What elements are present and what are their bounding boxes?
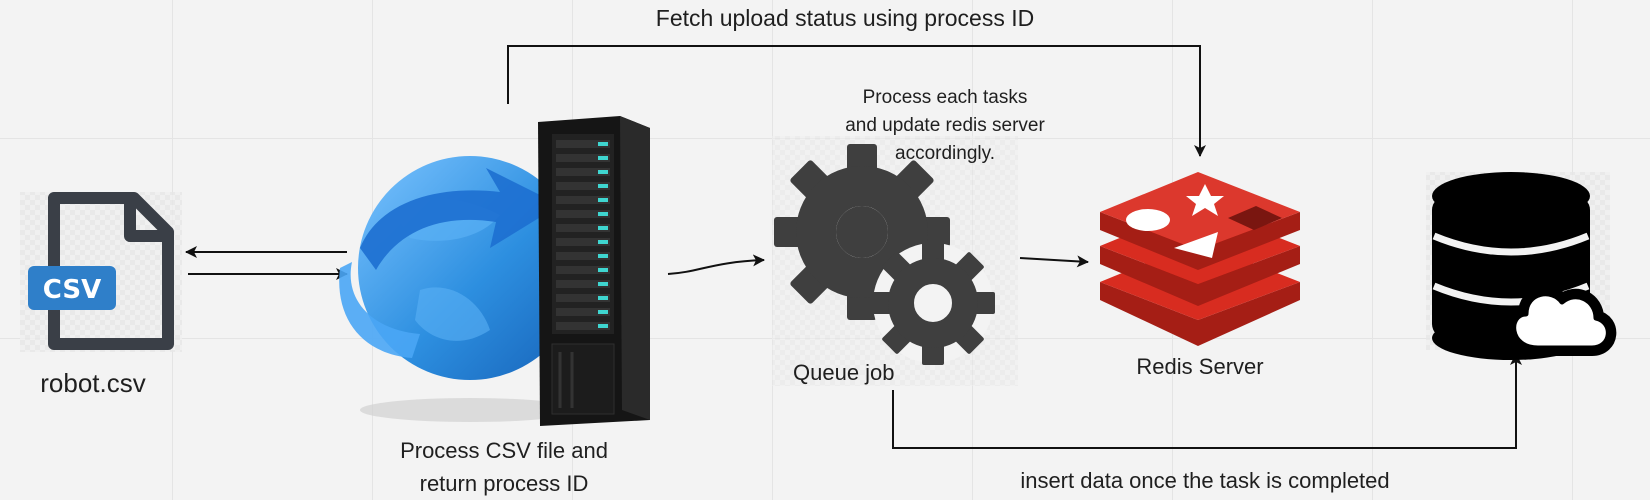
label-process-tasks-line1: Process each tasks	[862, 87, 1028, 108]
label-redis-server: Redis Server	[1136, 354, 1264, 379]
arrow-to-queue	[667, 254, 765, 275]
label-process-csv-line1: Process CSV file and	[400, 438, 608, 463]
server-leds	[556, 140, 610, 330]
label-process-tasks-line2: and update redis server	[845, 115, 1045, 136]
arrow-to-redis	[1019, 255, 1089, 268]
csv-badge	[28, 266, 116, 310]
arrow-fetch-status	[507, 45, 1206, 157]
csv-file-icon: CSV	[20, 192, 182, 352]
label-process-tasks: Process each tasks and update redis serv…	[780, 84, 1110, 168]
redis-logo-icon	[1100, 172, 1300, 346]
label-process-csv: Process CSV file and return process ID	[344, 434, 664, 500]
label-csv-file: robot.csv	[40, 368, 146, 398]
label-process-csv-line2: return process ID	[419, 471, 589, 496]
redis-star	[1186, 184, 1224, 216]
label-process-tasks-line3: accordingly.	[895, 143, 995, 164]
label-insert-data: insert data once the task is completed	[1020, 468, 1390, 493]
redis-cube	[1228, 206, 1282, 230]
gears-icon	[772, 136, 1018, 386]
arrow-insert-data	[892, 353, 1522, 449]
redis-triangle	[1174, 232, 1218, 258]
csv-badge-text: CSV	[43, 275, 101, 305]
large-gear-icon	[774, 144, 950, 320]
label-queue-job: Queue job	[793, 360, 895, 385]
small-gear-icon	[871, 241, 995, 365]
cloud-icon	[1505, 286, 1617, 356]
cloud-database-icon	[1426, 172, 1617, 360]
web-server-icon	[339, 116, 650, 426]
label-fetch-status: Fetch upload status using process ID	[655, 5, 1035, 31]
connectors	[185, 45, 1522, 449]
redis-ellipse	[1126, 209, 1170, 231]
